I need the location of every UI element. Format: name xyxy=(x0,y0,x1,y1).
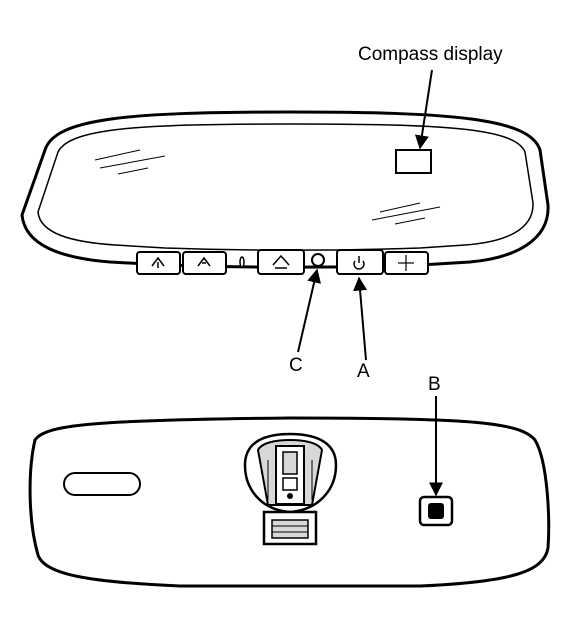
callout-label-c: C xyxy=(289,355,303,376)
front-mirror xyxy=(20,110,550,275)
garage-button-3[interactable] xyxy=(257,249,305,275)
callout-label-a: A xyxy=(357,361,370,382)
glare-marks xyxy=(94,149,441,225)
indicator-led-icon xyxy=(239,256,245,268)
garage-door-1-icon xyxy=(151,256,165,268)
back-slot xyxy=(63,472,141,496)
front-mirror-glass xyxy=(37,123,534,251)
power-button-a[interactable] xyxy=(336,249,384,275)
arrow-a xyxy=(353,276,368,361)
garage-door-2-icon xyxy=(197,256,211,267)
button-strip xyxy=(136,249,429,275)
callout-label-b: B xyxy=(428,374,441,395)
back-mirror xyxy=(28,416,551,588)
arrow-c xyxy=(297,268,321,353)
callout-arrows xyxy=(297,69,443,497)
mount-bracket-icon xyxy=(243,432,338,546)
garage-door-3-icon xyxy=(272,254,290,269)
power-icon xyxy=(353,256,365,270)
compass-display-window xyxy=(395,149,432,174)
arrow-compass-display xyxy=(414,69,433,150)
compass-icon xyxy=(398,255,414,271)
light-sensor-c xyxy=(311,253,325,267)
compass-display-label: Compass display xyxy=(358,44,503,65)
sensor-b-icon xyxy=(418,495,454,527)
